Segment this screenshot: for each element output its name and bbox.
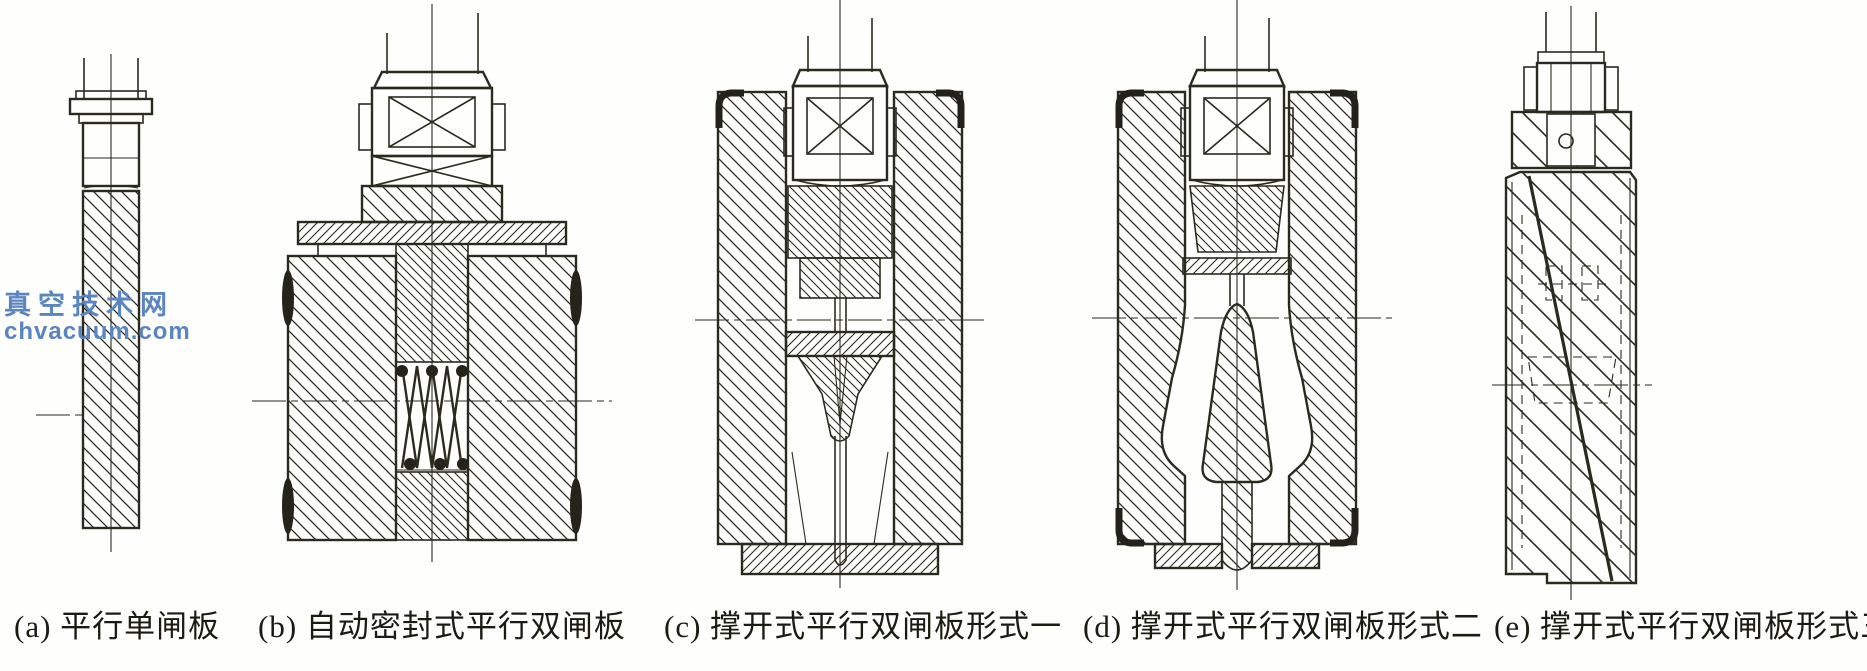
site-watermark: 真空技术网 chvacuum.com (4, 291, 191, 345)
drawing-b-self-sealing-double-gate-plate (252, 4, 612, 562)
drawing-e-spread-type-double-gate-form3 (1492, 6, 1652, 600)
watermark-domain-text: chvacuum.com (4, 318, 191, 346)
caption-e: (e) 撑开式平行双闸板形式三 (1494, 609, 1867, 644)
drawing-a-parallel-single-gate-plate (36, 54, 154, 552)
o-ring-seal (282, 270, 294, 326)
watermark-chinese-text: 真空技术网 (4, 290, 174, 320)
o-ring-seal (570, 270, 582, 326)
drawing-d-spread-type-double-gate-form2 (1092, 0, 1392, 590)
drawing-c-spread-type-double-gate-form1 (695, 0, 985, 588)
caption-c: (c) 撑开式平行双闸板形式一 (664, 609, 1063, 644)
o-ring-seal (570, 478, 582, 534)
caption-b: (b) 自动密封式平行双闸板 (258, 609, 626, 644)
caption-d: (d) 撑开式平行双闸板形式二 (1083, 609, 1483, 644)
caption-a: (a) 平行单闸板 (14, 609, 221, 644)
o-ring-seal (282, 478, 294, 534)
